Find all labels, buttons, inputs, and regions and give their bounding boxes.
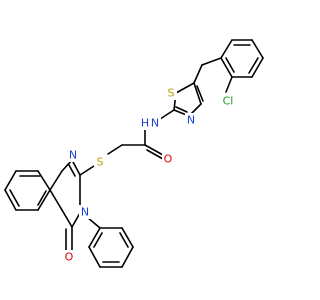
- bond: [251, 39, 264, 59]
- bond: [193, 64, 203, 84]
- bond: [196, 85, 204, 102]
- bond: [93, 232, 103, 248]
- bond-lines: [4, 39, 264, 268]
- molecule-structure-diagram: Cl S N N H O S N N: [4, 39, 264, 268]
- bond: [71, 159, 81, 176]
- bond: [61, 209, 73, 228]
- bond: [119, 232, 129, 248]
- bond: [88, 246, 101, 268]
- atom-label: S: [168, 87, 175, 100]
- bond: [68, 164, 76, 177]
- thiazole-sulfur-atom: S: [165, 86, 177, 100]
- atom-label: N: [151, 117, 159, 130]
- bond: [175, 82, 195, 94]
- bond: [144, 144, 164, 156]
- quinazoline-n1-atom: N: [67, 148, 79, 162]
- amide-oxygen-atom: O: [162, 152, 175, 166]
- bond: [225, 57, 235, 73]
- bond: [37, 170, 51, 191]
- bond: [220, 39, 233, 59]
- quinazolinone-oxygen-atom: O: [62, 250, 75, 264]
- atom-label: N: [187, 114, 195, 127]
- bond: [201, 57, 222, 66]
- atom-label: H: [141, 117, 149, 130]
- chlorine-atom: Cl: [219, 94, 237, 108]
- atom-label: S: [97, 156, 104, 169]
- bond: [71, 212, 81, 228]
- bond: [193, 82, 202, 105]
- atom-label: O: [65, 251, 74, 264]
- bond: [4, 189, 17, 211]
- bond: [220, 57, 233, 78]
- bond: [37, 190, 47, 206]
- bond: [121, 227, 134, 248]
- bond: [251, 57, 264, 78]
- quinazoline-n3-atom: N: [79, 205, 91, 219]
- bond: [146, 149, 164, 160]
- bond: [79, 165, 95, 176]
- bond: [88, 227, 101, 248]
- atom-label: N: [81, 206, 89, 219]
- atom-labels: Cl S N N H O S N N: [62, 86, 237, 264]
- bond: [49, 189, 63, 211]
- bond: [9, 189, 20, 207]
- thiazole-nitrogen-atom: N: [185, 113, 197, 127]
- bond: [121, 246, 134, 268]
- atom-label: O: [164, 153, 173, 166]
- bond: [4, 170, 17, 191]
- thioether-sulfur-atom: S: [94, 155, 106, 169]
- bond: [248, 57, 259, 74]
- bond: [49, 170, 63, 191]
- bond: [225, 76, 233, 93]
- atom-label: Cl: [223, 95, 234, 108]
- bond: [175, 106, 188, 113]
- bond: [107, 144, 123, 155]
- atom-label: N: [69, 149, 77, 162]
- bond: [37, 189, 51, 211]
- amide-nitrogen-atom: N H: [139, 116, 161, 130]
